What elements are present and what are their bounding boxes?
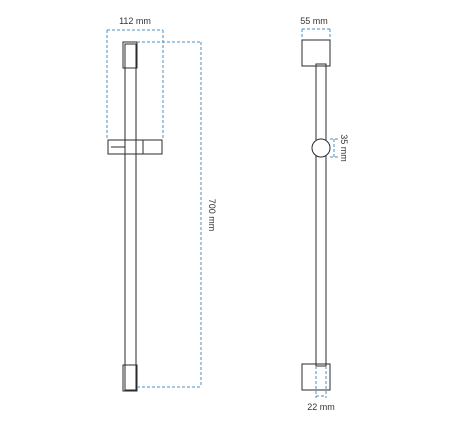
side-rail — [315, 63, 327, 367]
side-view — [301, 39, 331, 391]
side-top-bracket — [301, 39, 331, 67]
width-dim-label: 112 mm — [119, 16, 151, 26]
side-bottom-bracket — [301, 363, 331, 391]
front-top-bracket — [122, 41, 138, 69]
rail-dim-label: 22 mm — [307, 402, 335, 412]
front-bottom-bracket — [122, 364, 138, 392]
side-holder-circle — [311, 138, 331, 158]
front-view — [107, 41, 163, 392]
holder-dim-label: 35 mm — [339, 134, 349, 162]
front-dimensions: 112 mm 700 mm — [106, 16, 217, 388]
side-dimensions: 55 mm 35 mm 22 mm — [300, 16, 349, 412]
side-width-dim-label: 55 mm — [300, 16, 328, 26]
front-slider-holder — [107, 139, 163, 155]
height-dim-label: 700 mm — [207, 199, 217, 232]
front-rail — [124, 43, 137, 391]
